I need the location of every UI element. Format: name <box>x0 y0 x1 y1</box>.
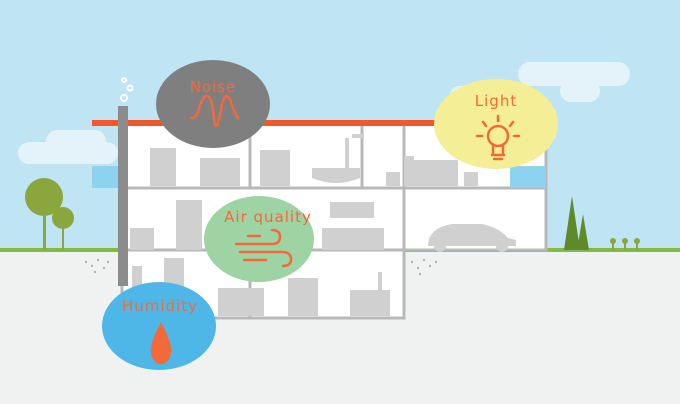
furniture-upper <box>150 134 478 186</box>
furniture-middle <box>130 200 516 252</box>
roof <box>92 120 548 126</box>
soil-dots-left <box>84 258 110 274</box>
noise-label: Noise <box>189 78 237 96</box>
window-left <box>92 166 126 188</box>
cloud-right <box>518 62 630 102</box>
light-label: Light <box>474 92 518 110</box>
noise-bubble <box>156 60 270 148</box>
cloud-left <box>18 130 118 164</box>
shrubs <box>610 238 640 250</box>
conifer-trees <box>564 196 589 250</box>
window-right <box>510 166 546 188</box>
humidity-label: Humidity <box>121 297 199 315</box>
light-bubble <box>434 79 558 169</box>
air-quality-bubble <box>204 196 314 282</box>
smoke <box>120 77 134 102</box>
light-bulb-icon <box>475 114 521 161</box>
wind-icon <box>234 228 293 268</box>
soil-dots-right <box>410 258 438 276</box>
sound-wave-icon <box>189 94 240 128</box>
water-drop-icon <box>150 322 172 364</box>
tree-large <box>25 178 63 250</box>
humidity-bubble <box>102 282 216 370</box>
tree-small <box>52 207 74 250</box>
air-quality-label: Air quality <box>224 208 312 226</box>
chimney <box>118 106 128 286</box>
